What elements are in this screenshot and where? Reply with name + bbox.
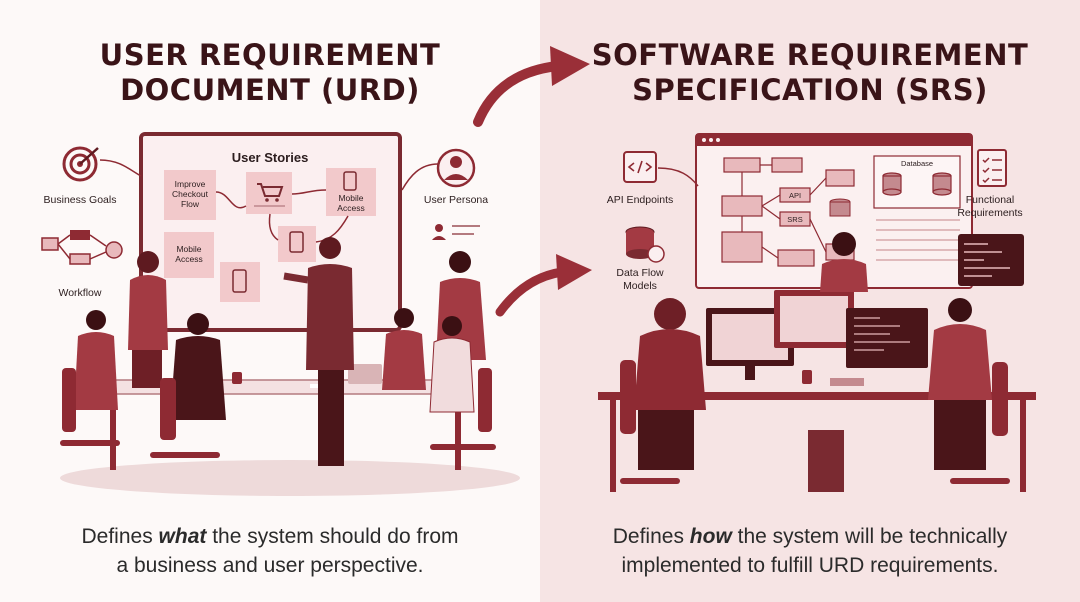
srs-desc-emphasis: how xyxy=(689,525,732,548)
srs-illustration: API SRS Database API Endpoints xyxy=(598,133,1036,492)
database-label: Database xyxy=(901,159,933,168)
board-title: User Stories xyxy=(232,150,309,165)
srs-desc-rest: the system will be technically xyxy=(731,525,1008,548)
urd-desc-rest: the system should do from xyxy=(206,525,459,548)
srs-description: Defines how the system will be technical… xyxy=(540,522,1080,580)
srs-desc-line2: implemented to fulfill URD requirements. xyxy=(621,554,999,577)
sticky-note-mobile-left: Mobile Access xyxy=(164,232,214,278)
pc-tower xyxy=(808,430,844,492)
urd-description: Defines what the system should do from a… xyxy=(0,522,540,580)
srs-box-label: SRS xyxy=(787,215,802,224)
database-icon xyxy=(882,172,952,196)
code-icon xyxy=(623,151,657,183)
floor-shadow xyxy=(60,460,520,496)
user-persona-label: User Persona xyxy=(424,194,488,206)
data-flow-db-icon xyxy=(625,226,665,263)
data-flow-label-1: Data Flow xyxy=(616,267,664,279)
user-persona-icon xyxy=(436,148,476,188)
desk xyxy=(598,370,1036,492)
sticky-note-1-line1: Improve xyxy=(175,179,206,189)
sticky-note-cart xyxy=(246,172,292,214)
urd-desc-line2: a business and user perspective. xyxy=(116,554,424,577)
terminal-icon xyxy=(958,234,1024,286)
srs-desc-prefix: Defines xyxy=(612,525,690,548)
urd-panel: USER REQUIREMENT DOCUMENT (URD) User Sto… xyxy=(0,38,540,580)
urd-title: USER REQUIREMENT DOCUMENT (URD) xyxy=(0,38,540,108)
book-stack xyxy=(830,378,864,386)
business-goals-label: Business Goals xyxy=(44,194,117,206)
laptop xyxy=(348,364,382,384)
mug xyxy=(802,370,812,384)
srs-panel: SOFTWARE REQUIREMENT SPECIFICATION (SRS)… xyxy=(540,0,1080,602)
whiteboard: User Stories Improve Checkout Flow Mobil… xyxy=(139,132,402,332)
phone-icon xyxy=(343,171,357,191)
workflow-icon xyxy=(41,230,123,265)
srs-title-line2: SPECIFICATION (SRS) xyxy=(632,73,988,107)
sticky-note-2-line2: Access xyxy=(337,203,364,213)
srs-title-line1: SOFTWARE REQUIREMENT xyxy=(591,38,1029,72)
chairs xyxy=(60,368,496,458)
urd-desc-emphasis: what xyxy=(158,525,207,548)
checklist-icon xyxy=(977,149,1007,187)
srs-title: SOFTWARE REQUIREMENT SPECIFICATION (SRS) xyxy=(540,38,1080,108)
monitor-center xyxy=(774,290,854,348)
api-endpoints-label: API Endpoints xyxy=(607,194,674,206)
functional-label-1: Functional xyxy=(966,194,1014,206)
data-flow-label-2: Models xyxy=(623,280,657,292)
monitor-right xyxy=(846,308,928,368)
functional-label-2: Requirements xyxy=(957,207,1022,219)
sticky-note-1-line3: Flow xyxy=(181,199,200,209)
people-group xyxy=(74,237,486,466)
sticky-note-2-line1: Mobile xyxy=(338,193,363,203)
coffee-mug xyxy=(232,372,242,384)
sticky-note-3-line2: Access xyxy=(175,254,202,264)
sticky-note-phone-2 xyxy=(220,262,260,302)
sticky-note-3-line1: Mobile xyxy=(176,244,201,254)
urd-illustration: User Stories Improve Checkout Flow Mobil… xyxy=(41,132,520,496)
workflow-label: Workflow xyxy=(59,287,102,299)
cart-icon xyxy=(257,183,284,197)
urd-title-line2: DOCUMENT (URD) xyxy=(120,73,420,107)
sticky-note-mobile-top: Mobile Access xyxy=(326,168,376,216)
urd-desc-prefix: Defines xyxy=(81,525,159,548)
persona-card-icon xyxy=(432,224,480,240)
sticky-note-1-line2: Checkout xyxy=(172,189,209,199)
developers xyxy=(634,232,992,470)
api-box-label: API xyxy=(789,191,801,200)
sticky-note-checkout: Improve Checkout Flow xyxy=(164,170,216,220)
sticky-note-phone xyxy=(278,226,316,262)
dev-chairs xyxy=(620,360,1010,484)
urd-title-line1: USER REQUIREMENT xyxy=(99,38,441,72)
target-icon xyxy=(62,146,99,182)
